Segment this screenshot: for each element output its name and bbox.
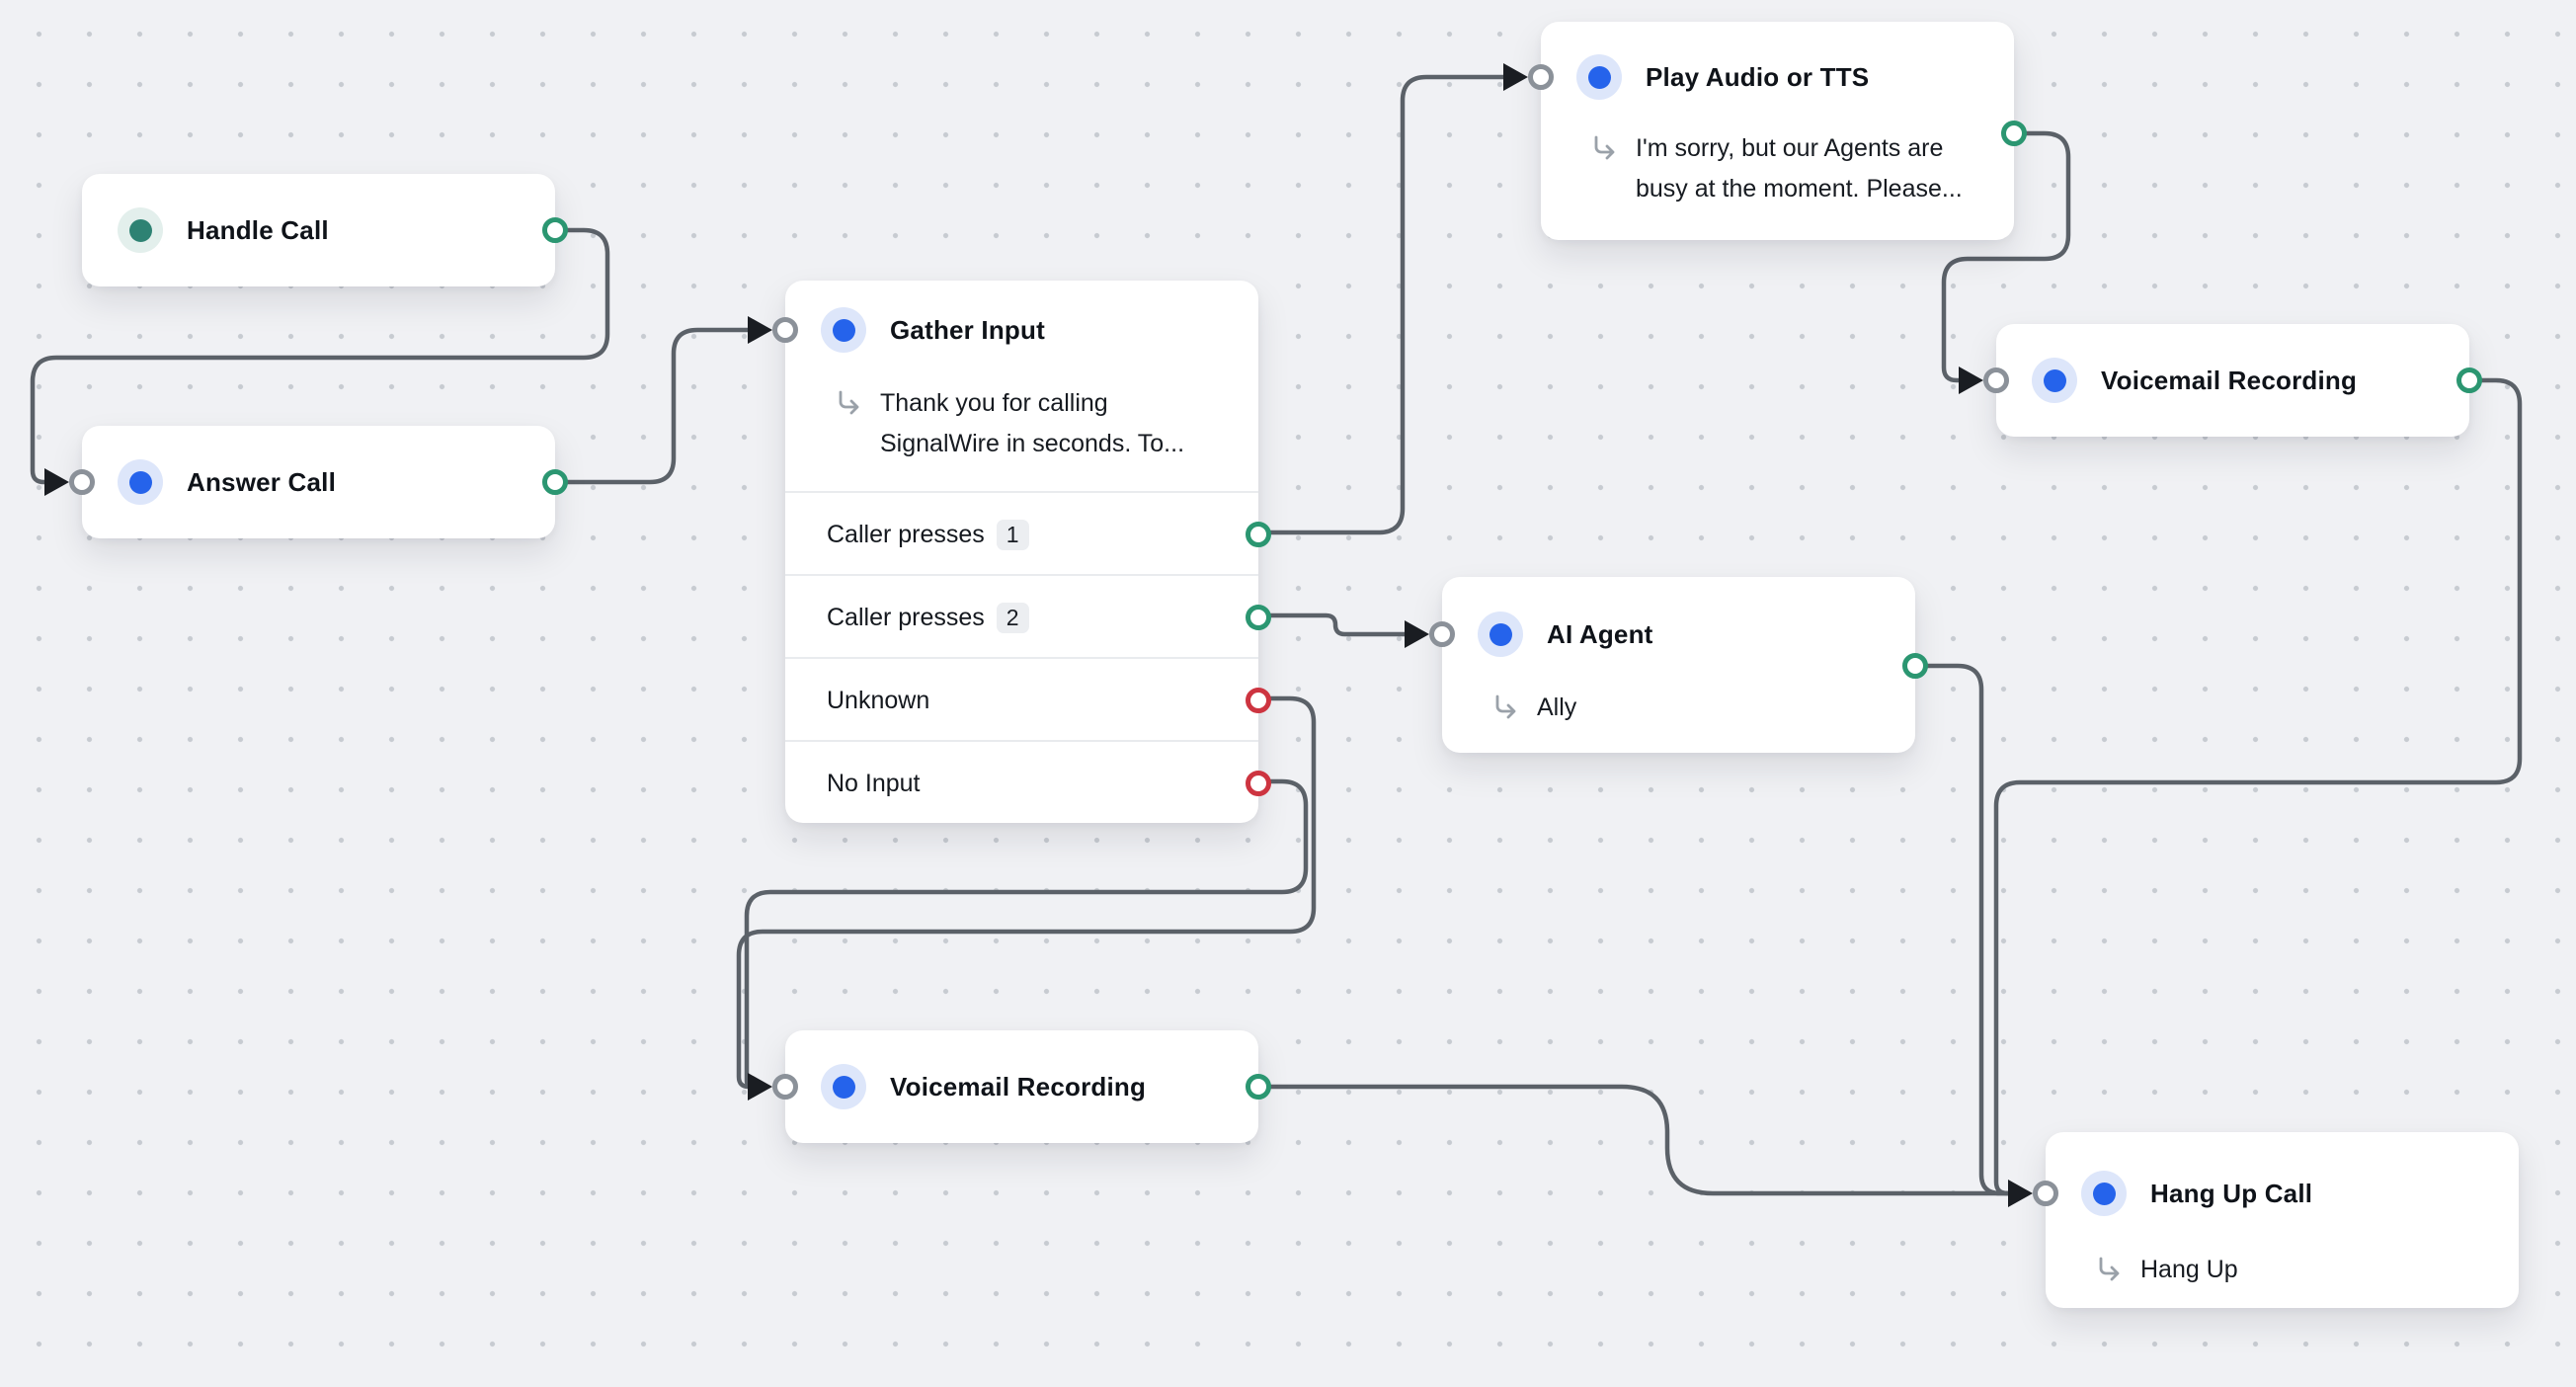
play-audio-icon	[1576, 54, 1622, 100]
node-subtitle: Ally	[1537, 694, 1577, 721]
node-handle-call[interactable]: Handle Call	[82, 174, 568, 286]
input-arrow-icon	[1405, 620, 1429, 648]
voicemail-icon	[821, 1064, 866, 1109]
voicemail-icon	[2032, 358, 2077, 403]
output-row-caller-presses-1[interactable]: Caller presses 1	[785, 491, 1271, 576]
input-port[interactable]	[69, 469, 95, 495]
node-gather-input[interactable]: Gather Input Thank you for calling Signa…	[748, 281, 1271, 825]
node-ai-agent[interactable]: AI Agent Ally	[1405, 577, 1928, 753]
output-port[interactable]	[1246, 688, 1271, 713]
answer-call-icon	[118, 459, 163, 505]
output-port[interactable]	[1246, 605, 1271, 630]
node-title: Hang Up Call	[2150, 1178, 2313, 1208]
node-title: AI Agent	[1547, 618, 1653, 649]
node-title: Gather Input	[890, 314, 1045, 345]
node-title: Answer Call	[187, 466, 337, 497]
edge-no-input-to-voicemail-bottom[interactable]	[744, 778, 1309, 1090]
input-arrow-icon	[748, 316, 772, 344]
input-arrow-icon	[1959, 367, 1983, 394]
node-title: Voicemail Recording	[2101, 365, 2358, 395]
reply-arrow-icon	[1495, 694, 1516, 719]
input-arrow-icon	[748, 1073, 772, 1101]
input-port[interactable]	[772, 317, 798, 343]
output-port[interactable]	[1246, 771, 1271, 796]
node-subtitle: I'm sorry, but our Agents are busy at th…	[1636, 134, 1963, 203]
edge-handle-call-to-answer-call[interactable]	[30, 227, 610, 485]
output-port[interactable]	[542, 469, 568, 495]
node-answer-call[interactable]: Answer Call	[44, 426, 568, 538]
edge-unknown-to-voicemail-bottom[interactable]	[736, 695, 1317, 1090]
ai-agent-icon	[1478, 612, 1523, 657]
output-row-unknown[interactable]: Unknown	[785, 657, 1271, 742]
edge-play-audio-to-voicemail-top[interactable]	[1941, 130, 2071, 383]
output-row-caller-presses-2[interactable]: Caller presses 2	[785, 574, 1271, 659]
node-voicemail-recording-bottom[interactable]: Voicemail Recording	[748, 1030, 1271, 1143]
output-label: Caller presses	[827, 603, 985, 631]
output-port[interactable]	[1246, 522, 1271, 547]
reply-arrow-icon	[1594, 135, 1615, 160]
output-port[interactable]	[1902, 653, 1928, 679]
edge-answer-call-to-gather-input[interactable]	[552, 327, 762, 485]
input-arrow-icon	[1503, 63, 1528, 91]
output-port[interactable]	[2001, 121, 2027, 146]
edge-voicemail-bottom-to-hang-up[interactable]	[1255, 1084, 2022, 1196]
node-hang-up-call[interactable]: Hang Up Call Hang Up	[2008, 1132, 2519, 1308]
node-play-audio-or-tts[interactable]: Play Audio or TTS I'm sorry, but our Age…	[1503, 22, 2027, 240]
input-arrow-icon	[44, 468, 69, 496]
node-title: Voicemail Recording	[890, 1071, 1147, 1101]
output-label: No Input	[827, 769, 921, 797]
edge-caller-presses-1-to-play-audio[interactable]	[1255, 74, 1517, 535]
key-badge: 1	[996, 519, 1029, 550]
input-port[interactable]	[1983, 367, 2009, 393]
node-title: Handle Call	[187, 214, 329, 245]
input-port[interactable]	[1528, 64, 1554, 90]
key-badge: 2	[996, 602, 1029, 633]
output-label: Unknown	[827, 686, 930, 714]
node-title: Play Audio or TTS	[1646, 61, 1870, 92]
node-subtitle: Hang Up	[2140, 1256, 2238, 1283]
output-port[interactable]	[1246, 1074, 1271, 1100]
output-label: Caller presses	[827, 520, 985, 548]
node-subtitle: Thank you for calling SignalWire in seco…	[880, 389, 1185, 457]
input-port[interactable]	[1429, 621, 1455, 647]
output-port[interactable]	[2456, 367, 2482, 393]
edge-caller-presses-2-to-ai-agent[interactable]	[1255, 612, 1418, 637]
input-port[interactable]	[2033, 1181, 2058, 1206]
output-port[interactable]	[542, 217, 568, 243]
handle-call-icon	[118, 207, 163, 253]
node-voicemail-recording-top[interactable]: Voicemail Recording	[1959, 324, 2482, 437]
output-row-no-input[interactable]: No Input	[785, 740, 1271, 825]
input-port[interactable]	[772, 1074, 798, 1100]
edge-voicemail-top-to-hang-up[interactable]	[1993, 377, 2523, 1196]
reply-arrow-icon	[839, 390, 859, 415]
input-arrow-icon	[2008, 1180, 2033, 1207]
hang-up-icon	[2081, 1171, 2127, 1216]
edge-ai-agent-to-hang-up[interactable]	[1912, 663, 2022, 1196]
reply-arrow-icon	[2099, 1257, 2120, 1281]
gather-input-icon	[821, 307, 866, 353]
